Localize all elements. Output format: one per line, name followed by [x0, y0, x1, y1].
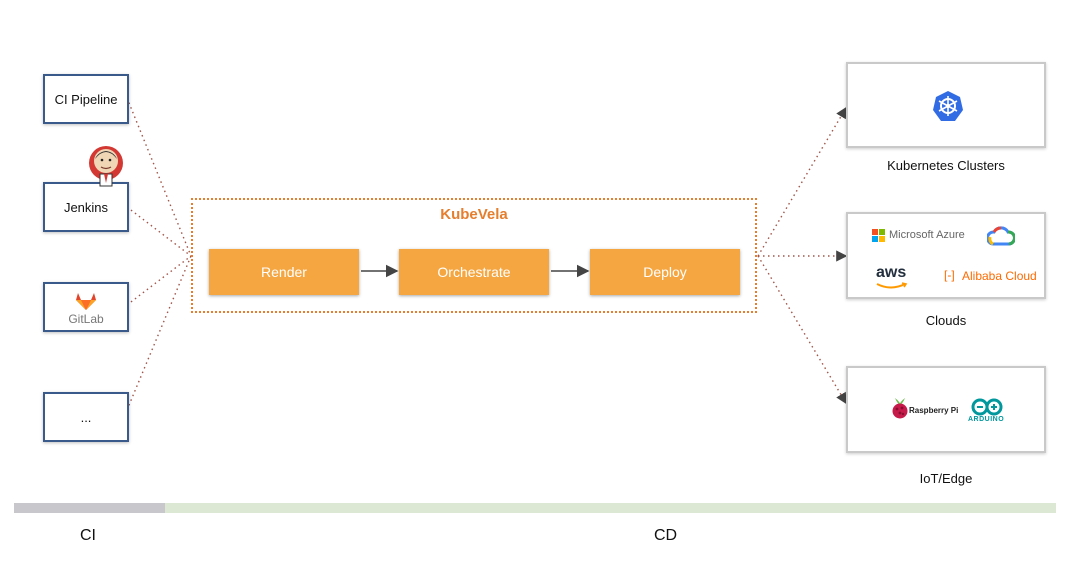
- aws-smile-icon: [876, 282, 908, 289]
- target-clouds: Microsoft Azure aws [-] Alibaba Cloud: [846, 212, 1046, 299]
- source-gitlab: GitLab: [43, 282, 129, 332]
- step-label: Deploy: [643, 264, 687, 280]
- raspberry-pi-logo-text: Raspberry Pi: [909, 406, 959, 415]
- source-ci-pipeline: CI Pipeline: [43, 74, 129, 124]
- source-label: GitLab: [68, 312, 104, 326]
- connector-gitlab: [126, 255, 192, 306]
- alibaba-logo-text: Alibaba Cloud: [962, 269, 1037, 283]
- arduino-logo-text: ARDUINO: [968, 416, 1005, 423]
- phase-label-ci: CI: [80, 527, 96, 544]
- connector-ci-pipeline: [126, 97, 192, 257]
- source-label: CI Pipeline: [54, 91, 118, 107]
- target-iot: Raspberry Pi ARDUINO: [846, 366, 1046, 453]
- target-label-clouds: Clouds: [925, 313, 967, 328]
- step-deploy: Deploy: [590, 249, 740, 295]
- target-label-iot: IoT/Edge: [919, 471, 973, 486]
- target-label-kubernetes: Kubernetes Clusters: [887, 158, 1005, 173]
- alibaba-bracket-icon: [-]: [944, 268, 955, 282]
- phase-label-cd: CD: [654, 527, 678, 544]
- connector-more: [126, 255, 192, 411]
- source-label: ...: [80, 409, 92, 425]
- microsoft-icon: [872, 229, 885, 242]
- azure-logo-text: Microsoft Azure: [889, 229, 965, 241]
- connector-jenkins: [126, 206, 192, 257]
- arduino-icon: [971, 398, 1003, 416]
- raspberry-pi-icon: [892, 398, 908, 419]
- kubevela-box: KubeVela Render Orchestrate Deploy: [191, 198, 757, 313]
- step-orchestrate: Orchestrate: [399, 249, 549, 295]
- kubernetes-icon: [933, 91, 963, 121]
- ci-phase-bar: [14, 503, 165, 513]
- source-jenkins: Jenkins: [43, 182, 129, 232]
- step-label: Orchestrate: [437, 264, 511, 280]
- target-kubernetes: [846, 62, 1046, 148]
- step-render: Render: [209, 249, 359, 295]
- kubevela-title: KubeVela: [440, 206, 508, 223]
- gitlab-icon: [76, 293, 96, 310]
- jenkins-icon: [89, 146, 123, 187]
- cd-phase-bar: [165, 503, 1056, 513]
- source-label: Jenkins: [63, 199, 109, 215]
- connector-kubernetes: [757, 106, 847, 257]
- source-more: ...: [43, 392, 129, 442]
- google-cloud-icon: [987, 226, 1015, 246]
- aws-logo-text: aws: [876, 264, 907, 281]
- connector-iot: [757, 255, 847, 405]
- step-label: Render: [261, 264, 307, 280]
